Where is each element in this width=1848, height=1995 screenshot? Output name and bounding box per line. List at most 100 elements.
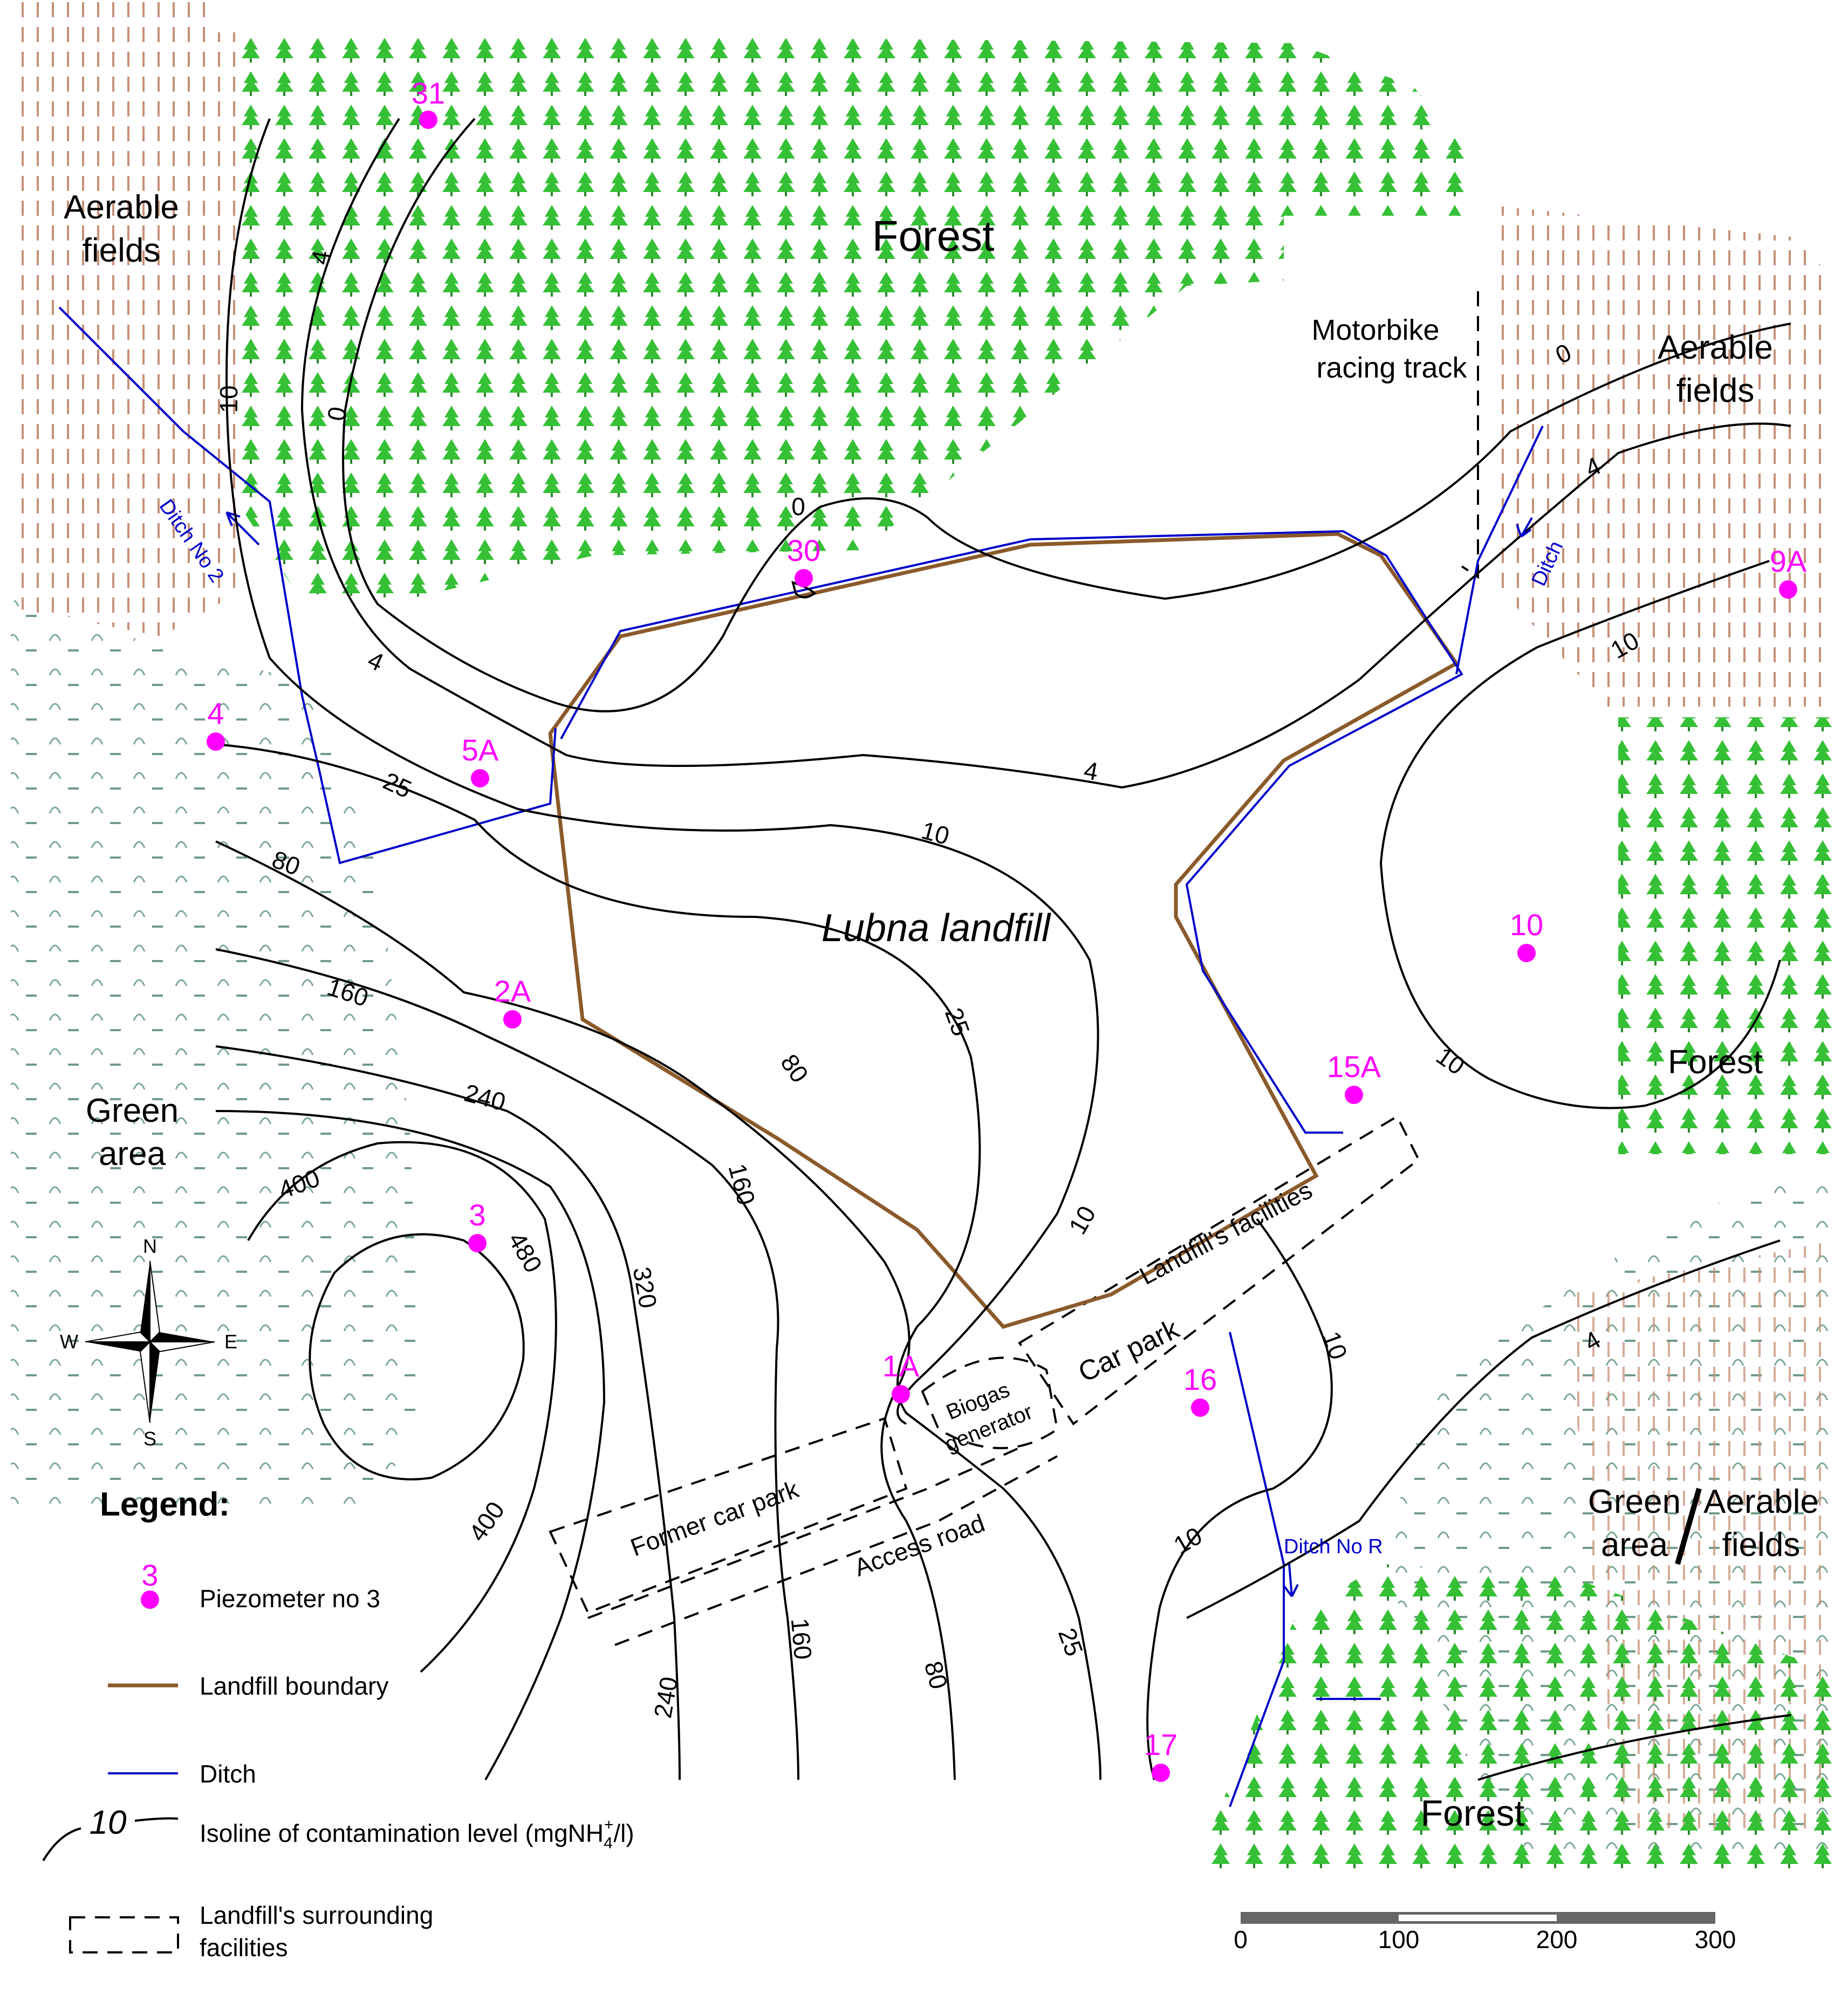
- former-car-park-outline: [549, 1417, 908, 1614]
- piezometer-30[interactable]: [795, 569, 813, 587]
- legend-isoline-prefix: Isoline of contamination level (mgNH: [200, 1819, 604, 1847]
- iso-label: 10: [1063, 1201, 1101, 1239]
- label-ditch-no-r: Ditch No R: [1284, 1535, 1383, 1558]
- isoline-0-nw: [342, 118, 1791, 712]
- isoline-10-south: [1146, 1218, 1333, 1780]
- land-cover: [11, 0, 1834, 1877]
- piezometer-15A-label: 15A: [1327, 1050, 1381, 1084]
- piezometer-1A[interactable]: [892, 1385, 910, 1403]
- piezometer-17[interactable]: [1152, 1764, 1170, 1782]
- iso-label: 480: [503, 1228, 547, 1277]
- isoline-320: [215, 1110, 606, 1780]
- piezometer-15A[interactable]: [1345, 1086, 1363, 1104]
- motorbike-track-edge: [1461, 291, 1479, 579]
- piezometer-9A[interactable]: [1779, 580, 1797, 599]
- isoline-10-north: [225, 118, 1099, 1425]
- compass-star-light: [85, 1260, 215, 1423]
- isoline-160: [215, 948, 799, 1780]
- landfill-boundary: [548, 532, 1460, 1329]
- iso-label: 80: [775, 1049, 814, 1088]
- legend-title: Legend:: [100, 1486, 230, 1523]
- region-forest-south: Forest: [1421, 1793, 1525, 1834]
- landfill-facilities-outline: [1018, 1115, 1420, 1425]
- legend-facilities-text-1: Landfill's surrounding: [200, 1901, 433, 1929]
- biogas-generator-outline: [921, 1356, 1059, 1449]
- piezometer-4-label: 4: [207, 696, 224, 730]
- scale-bar: 0 100 200 300: [1234, 1912, 1736, 1953]
- iso-label: 4: [1082, 756, 1100, 786]
- iso-label: 25: [379, 766, 416, 804]
- region-forest-east: Forest: [1668, 1044, 1763, 1081]
- piezometer-10-label: 10: [1510, 908, 1543, 942]
- region-landfill: Lubna landfill: [822, 907, 1051, 950]
- piezometer-10[interactable]: [1517, 944, 1536, 962]
- piezometer-31[interactable]: [419, 111, 437, 129]
- piezometer-2A[interactable]: [503, 1010, 522, 1029]
- region-aerable-ne-2: fields: [1676, 372, 1755, 409]
- label-landfill-facilities: Landfill's facilities: [1135, 1176, 1317, 1290]
- compass-rose: N E S W: [60, 1235, 237, 1450]
- isoline-4-se: [1186, 1239, 1781, 1619]
- forest-area-east: [1618, 717, 1834, 1154]
- isoline-400: [247, 1141, 557, 1673]
- legend-facilities-symbol: [69, 1916, 179, 1953]
- scale-tick-100: 100: [1378, 1925, 1420, 1953]
- region-green-west-1: Green: [86, 1092, 179, 1129]
- iso-label: 320: [627, 1265, 662, 1311]
- ditch-landfill-edge: [560, 530, 1463, 1134]
- ditch-east-arrow: [1516, 517, 1533, 538]
- isoline-10-east: [1379, 560, 1781, 1109]
- iso-label: 400: [463, 1496, 510, 1546]
- iso-label: 10: [215, 385, 243, 413]
- aerable-field-area-ne: [1489, 205, 1834, 707]
- green-area-west: [11, 599, 421, 1510]
- region-labels: Forest Aerable fields Aerable fields Mot…: [64, 189, 1819, 1834]
- iso-label: 160: [723, 1161, 761, 1208]
- piezometer-3[interactable]: [468, 1234, 487, 1252]
- legend-isoline-sample: 10: [90, 1804, 127, 1841]
- piezometer-2A-label: 2A: [494, 974, 531, 1008]
- compass-e: E: [224, 1331, 237, 1353]
- piezometer-16[interactable]: [1191, 1398, 1209, 1417]
- forest-area-south: [1197, 1564, 1834, 1877]
- compass-s: S: [143, 1428, 156, 1450]
- piezometer-5A-label: 5A: [462, 733, 499, 767]
- region-aerable-se-2: fields: [1722, 1526, 1801, 1564]
- motorbike-clearing: [1284, 280, 1489, 485]
- ditch-east-line: [1455, 426, 1544, 675]
- ditch-no-2-arrow: [225, 511, 260, 546]
- region-aerable-se-1: Aerable: [1703, 1483, 1819, 1520]
- region-green-west-2: area: [99, 1135, 166, 1173]
- legend-boundary-text: Landfill boundary: [200, 1672, 388, 1700]
- isoline-80: [215, 840, 956, 1780]
- scale-bar-white-segment: [1399, 1915, 1557, 1921]
- legend: Legend: 3 Piezometer no 3 Landfill bound…: [42, 1486, 634, 1962]
- legend-ditch-text: Ditch: [200, 1760, 256, 1788]
- region-separator-slash: [1675, 1487, 1702, 1565]
- region-aerable-nw-2: fields: [83, 232, 161, 269]
- legend-facilities-text-2: facilities: [200, 1934, 288, 1962]
- ditch-no-r-arrow: [1283, 1564, 1299, 1598]
- label-access-road: Access road: [851, 1509, 989, 1581]
- label-former-car-park: Former car park: [627, 1475, 803, 1561]
- iso-label: 240: [461, 1078, 509, 1116]
- iso-label: 0: [791, 492, 805, 520]
- piezometer-5A[interactable]: [471, 769, 489, 787]
- piezometer-17-label: 17: [1144, 1727, 1178, 1761]
- piezometer-4[interactable]: [207, 732, 225, 751]
- region-forest-north: Forest: [872, 212, 995, 260]
- facilities: [549, 291, 1479, 1646]
- scale-tick-300: 300: [1695, 1925, 1736, 1953]
- isoline-0-se: [1477, 1714, 1791, 1781]
- ditches: [58, 306, 1544, 1807]
- iso-label: 25: [1053, 1624, 1089, 1660]
- scale-tick-200: 200: [1536, 1925, 1578, 1953]
- legend-piezometer-dot: [141, 1590, 159, 1609]
- legend-isoline-sub: 4: [604, 1834, 613, 1852]
- compass-w: W: [60, 1331, 78, 1353]
- iso-label: 4: [364, 646, 388, 677]
- isoline-480: [309, 1233, 525, 1480]
- piezometer-3-label: 3: [469, 1198, 485, 1232]
- piezometers: 31 30 4 5A 2A 3 1A 16 15A 10 9A 17: [207, 76, 1807, 1782]
